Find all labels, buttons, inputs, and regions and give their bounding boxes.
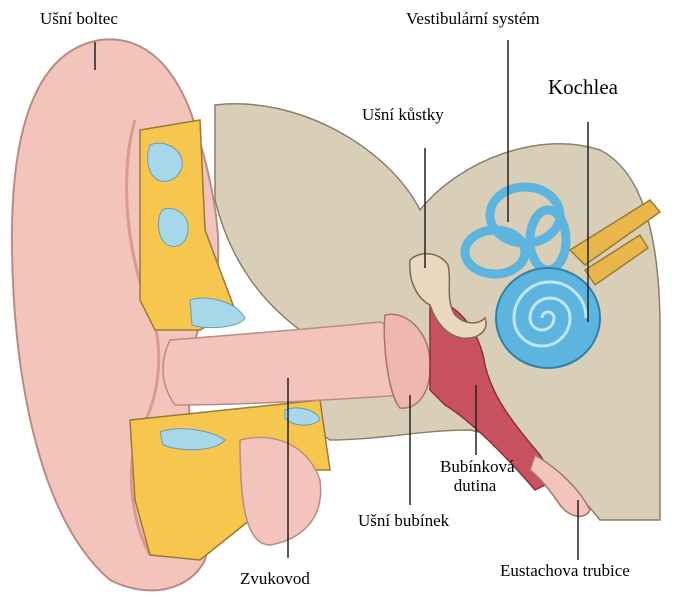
ear-canal xyxy=(163,322,406,405)
label-tympanic-cavity: Bubínková dutina xyxy=(440,458,510,495)
label-eardrum: Ušní bubínek xyxy=(358,512,449,531)
label-eustachian-tube: Eustachova trubice xyxy=(500,562,630,581)
label-pinna: Ušní boltec xyxy=(40,10,118,29)
label-cochlea: Kochlea xyxy=(548,76,618,99)
label-tympanic-line2: dutina xyxy=(440,477,510,496)
label-vestibular: Vestibulární systém xyxy=(406,10,540,29)
label-tympanic-line1: Bubínková xyxy=(440,458,510,477)
label-ear-canal: Zvukovod xyxy=(240,570,310,589)
label-ossicles: Ušní kůstky xyxy=(362,106,444,125)
cochlea-shape xyxy=(496,268,600,368)
upper-fluid-3 xyxy=(190,298,245,327)
